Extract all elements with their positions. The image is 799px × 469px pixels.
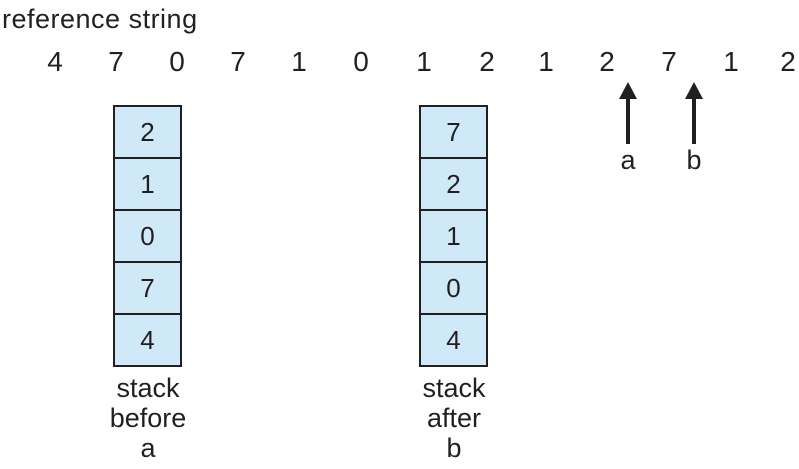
reference-digit: 7: [108, 46, 124, 77]
up-arrow-icon: [619, 82, 637, 144]
reference-digit: 7: [230, 46, 246, 77]
stack-cell: 1: [115, 157, 180, 209]
pointer-b: b: [674, 82, 714, 176]
stack-before-a: 2 1 0 7 4: [113, 105, 182, 367]
reference-string-row: 4 7 0 7 1 0 1 2 1 2 7 1 2: [0, 46, 799, 80]
stack-label-line: stack: [422, 373, 486, 403]
pointer-a-label: a: [620, 145, 636, 175]
reference-digit: 0: [169, 46, 185, 77]
stack-cell: 0: [421, 261, 486, 313]
stack-cell: 2: [140, 116, 155, 147]
stack-label-line: before: [109, 403, 187, 433]
stack-label-line: after: [426, 403, 482, 433]
pointer-b-label: b: [686, 145, 702, 175]
reference-digit: 1: [538, 46, 554, 77]
stack-label-line: stack: [116, 373, 180, 403]
stack-after-label: stack after b: [384, 373, 524, 463]
reference-digit: 2: [599, 46, 615, 77]
stack-before-label: stack before a: [78, 373, 218, 463]
stack-after-b: 7 2 1 0 4: [419, 105, 488, 367]
reference-digit: 2: [780, 46, 796, 77]
stack-label-line: a: [140, 433, 156, 463]
stack-cell: 0: [115, 209, 180, 261]
stack-cell: 2: [421, 157, 486, 209]
reference-digit: 7: [661, 46, 677, 77]
reference-digit: 2: [479, 46, 495, 77]
figure-title: reference string: [2, 4, 198, 34]
reference-digit: 1: [723, 46, 739, 77]
stack-cell: 4: [421, 313, 486, 365]
stack-cell: 1: [421, 209, 486, 261]
stack-cell: 4: [115, 313, 180, 365]
reference-digit: 1: [291, 46, 307, 77]
up-arrow-icon: [685, 82, 703, 144]
stack-cell: 7: [446, 116, 461, 147]
reference-digit: 4: [47, 46, 63, 77]
reference-digit: 1: [416, 46, 432, 77]
stack-cell: 7: [115, 261, 180, 313]
stack-label-line: b: [446, 433, 462, 463]
reference-digit: 0: [353, 46, 369, 77]
pointer-a: a: [608, 82, 648, 176]
